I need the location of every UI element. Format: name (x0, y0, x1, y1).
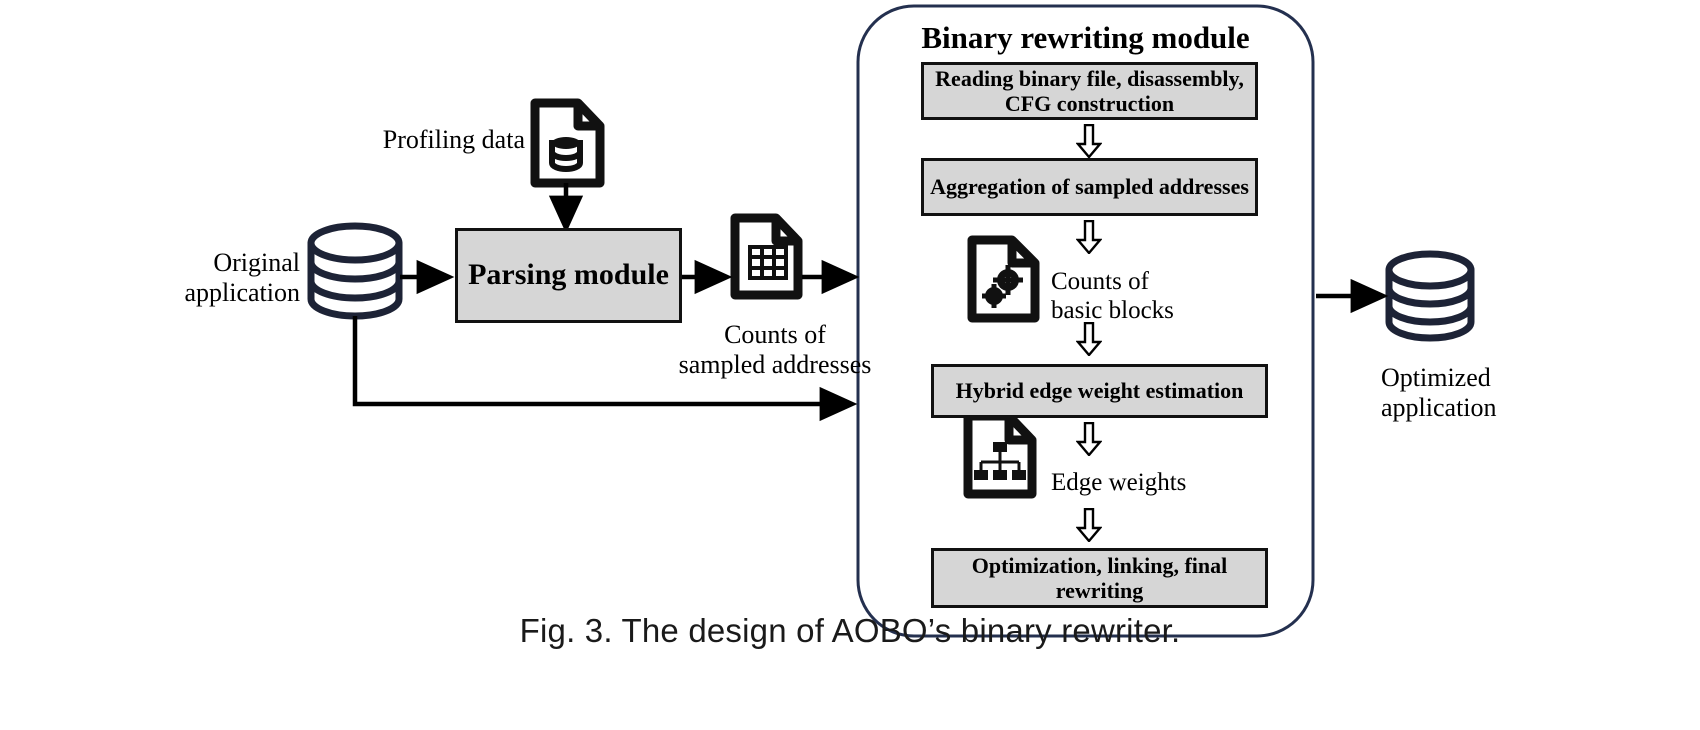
block-arrow-down-icon (1076, 422, 1102, 456)
binary-rewriting-module-title: Binary rewriting module (921, 20, 1250, 55)
database-cylinder-icon (1385, 250, 1475, 342)
block-arrow-down-icon (1076, 508, 1102, 542)
document-table-icon (730, 213, 803, 300)
original-application-label: Original application (184, 248, 300, 308)
profiling-data-label: Profiling data (382, 125, 525, 154)
optimized-application-label: Optimized application (1381, 363, 1497, 423)
counts-basic-blocks-label: Counts of basic blocks (1051, 268, 1174, 324)
step-box-reading-binary-file[interactable]: Reading binary file, disassembly, CFG co… (921, 62, 1258, 120)
block-arrow-down-icon (1076, 220, 1102, 254)
block-arrow-down-icon (1076, 124, 1102, 158)
figure-caption: Fig. 3. The design of AOBO’s binary rewr… (519, 612, 1181, 649)
edge-weights-label: Edge weights (1051, 469, 1187, 496)
step-box-hybrid-edge-weight-estimation[interactable]: Hybrid edge weight estimation (931, 364, 1268, 418)
database-cylinder-icon (307, 222, 403, 320)
document-database-icon (530, 98, 605, 188)
counts-sampled-addresses-label: Counts of sampled addresses (678, 320, 872, 380)
connector-original-bypass-to-module (352, 316, 858, 422)
block-arrow-down-icon (1076, 322, 1102, 356)
step-box-optimization-linking-rewriting[interactable]: Optimization, linking, final rewriting (931, 548, 1268, 608)
parsing-module-box[interactable]: Parsing module (455, 228, 682, 323)
document-hierarchy-icon (963, 411, 1037, 499)
document-gears-icon (967, 235, 1040, 323)
step-box-aggregation-sampled-addresses[interactable]: Aggregation of sampled addresses (921, 158, 1258, 216)
binary-rewriting-module-container (856, 4, 1315, 638)
